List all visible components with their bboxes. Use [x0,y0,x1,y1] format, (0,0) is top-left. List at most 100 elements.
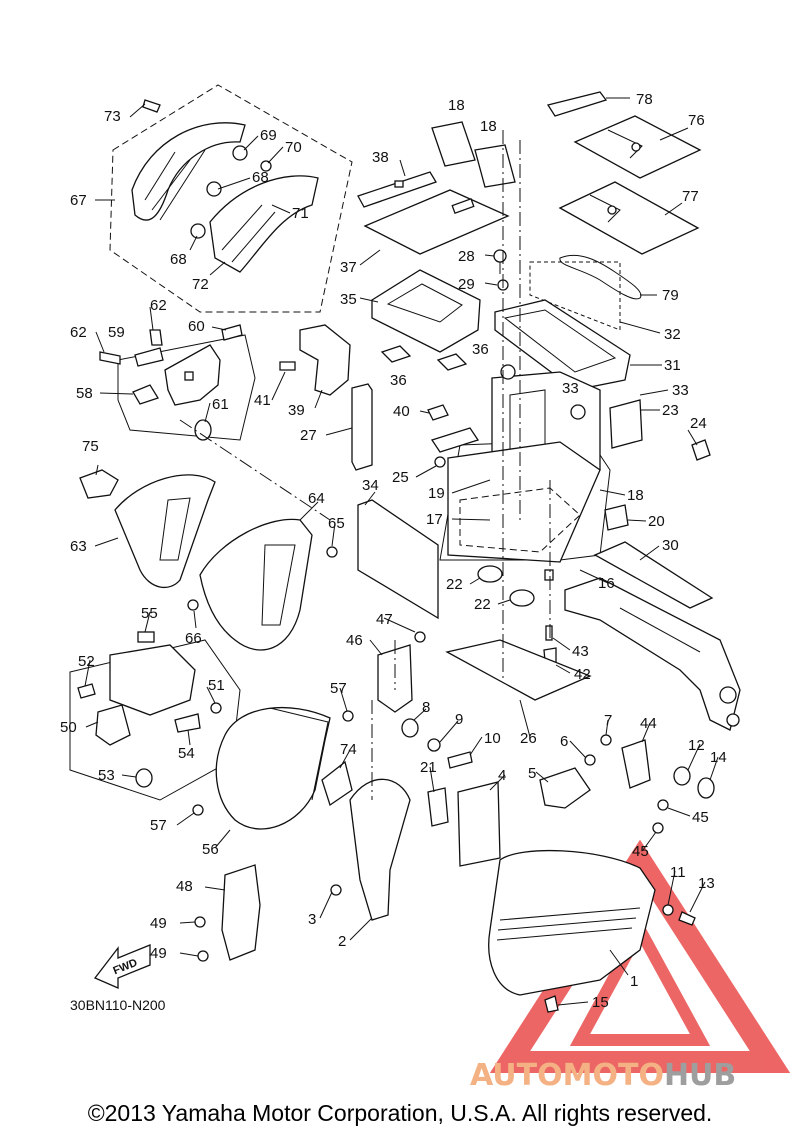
callout-45: 45 [692,809,709,826]
part-67-side-cover [131,99,319,273]
callout-68: 68 [170,251,187,268]
callout-10: 10 [484,730,501,747]
callout-62: 62 [150,297,167,314]
part-46-bracket [377,631,473,769]
part-63-cover [114,474,216,589]
callout-5: 5 [528,765,536,782]
callout-66: 66 [185,630,202,647]
callout-61: 61 [212,396,229,413]
callout-63: 63 [70,538,87,555]
callout-79: 79 [662,287,679,304]
part-64-cover [187,518,338,651]
svg-text:AUTOMOTOHUB: AUTOMOTOHUB [470,1058,736,1093]
callout-38: 38 [372,149,389,166]
part-1-cover [488,849,696,1013]
part-75-label [79,469,119,499]
callout-3: 3 [308,911,316,928]
callout-35: 35 [340,291,357,308]
callout-12: 12 [688,737,705,754]
callout-34: 34 [362,477,379,494]
drawing-code: 30BN110-N200 [70,997,166,1013]
part-56-side-cover [192,706,354,830]
part-27-bar [351,383,373,471]
callout-58: 58 [76,385,93,402]
callout-56: 56 [202,841,219,858]
part-28-29-bolts [493,249,509,291]
callout-77: 77 [682,188,699,205]
callout-19: 19 [428,485,445,502]
callout-67: 67 [70,192,87,209]
callout-1: 1 [630,973,638,990]
callout-18: 18 [448,97,465,114]
callout-25: 25 [392,469,409,486]
callout-51: 51 [208,677,225,694]
callout-45: 45 [632,843,649,860]
part-79-cable [559,254,642,300]
callout-76: 76 [688,112,705,129]
callout-36: 36 [390,372,407,389]
part-58-bracket [99,324,243,441]
part-31-tray [494,299,631,391]
part-34-plate [357,499,439,620]
callout-13: 13 [698,875,715,892]
part-17-base-tray [447,441,601,607]
callout-17: 17 [426,511,443,528]
callout-60: 60 [188,318,205,335]
callout-14: 14 [710,749,727,766]
callout-53: 53 [98,767,115,784]
callout-73: 73 [104,108,121,125]
callout-65: 65 [328,515,345,532]
callout-39: 39 [288,402,305,419]
group-58-outline [117,334,256,441]
watermark-brand-part1: AUTOMOTO [470,1058,664,1093]
part-18-pads [431,121,516,188]
callout-50: 50 [60,719,77,736]
callout-22: 22 [446,576,463,593]
callout-62: 62 [70,324,87,341]
part-37-mat [363,189,510,255]
group-67-outline [109,84,353,313]
part-36-pads [380,345,468,371]
callout-57: 57 [330,680,347,697]
callout-2: 2 [338,933,346,950]
watermark-logo: AUTOMOTOHUB [470,1058,736,1093]
part-50-bracket-group [77,631,222,788]
part-78-clip [546,91,608,117]
callout-64: 64 [308,490,325,507]
part-38-strap [357,171,437,208]
callout-44: 44 [640,715,657,732]
callout-40: 40 [393,403,410,420]
callout-75: 75 [82,438,99,455]
part-48-bracket [194,864,261,962]
center-lines [179,130,551,800]
fwd-arrow-icon: FWD [93,944,151,989]
callout-33: 33 [672,382,689,399]
callout-37: 37 [340,259,357,276]
callout-69: 69 [260,127,277,144]
callout-32: 32 [664,326,681,343]
callout-33: 33 [562,380,579,397]
callout-49: 49 [150,915,167,932]
part-16-frame [564,577,741,731]
callout-18: 18 [627,487,644,504]
callout-24: 24 [690,415,707,432]
callout-47: 47 [376,611,393,628]
part-26-sheet [445,639,592,701]
callout-70: 70 [285,139,302,156]
callout-20: 20 [648,513,665,530]
callout-9: 9 [455,711,463,728]
callout-30: 30 [662,537,679,554]
part-21-4-labels [427,781,501,867]
callout-41: 41 [254,392,271,409]
part-35-holder [371,269,481,353]
callout-23: 23 [662,402,679,419]
callout-36: 36 [472,341,489,358]
callout-43: 43 [572,643,589,660]
callout-4: 4 [498,767,506,784]
part-39-bracket [279,324,351,396]
callout-71: 71 [292,205,309,222]
copyright-notice: ©2013 Yamaha Motor Corporation, U.S.A. A… [87,1100,713,1126]
callout-29: 29 [458,276,475,293]
callout-55: 55 [141,605,158,622]
